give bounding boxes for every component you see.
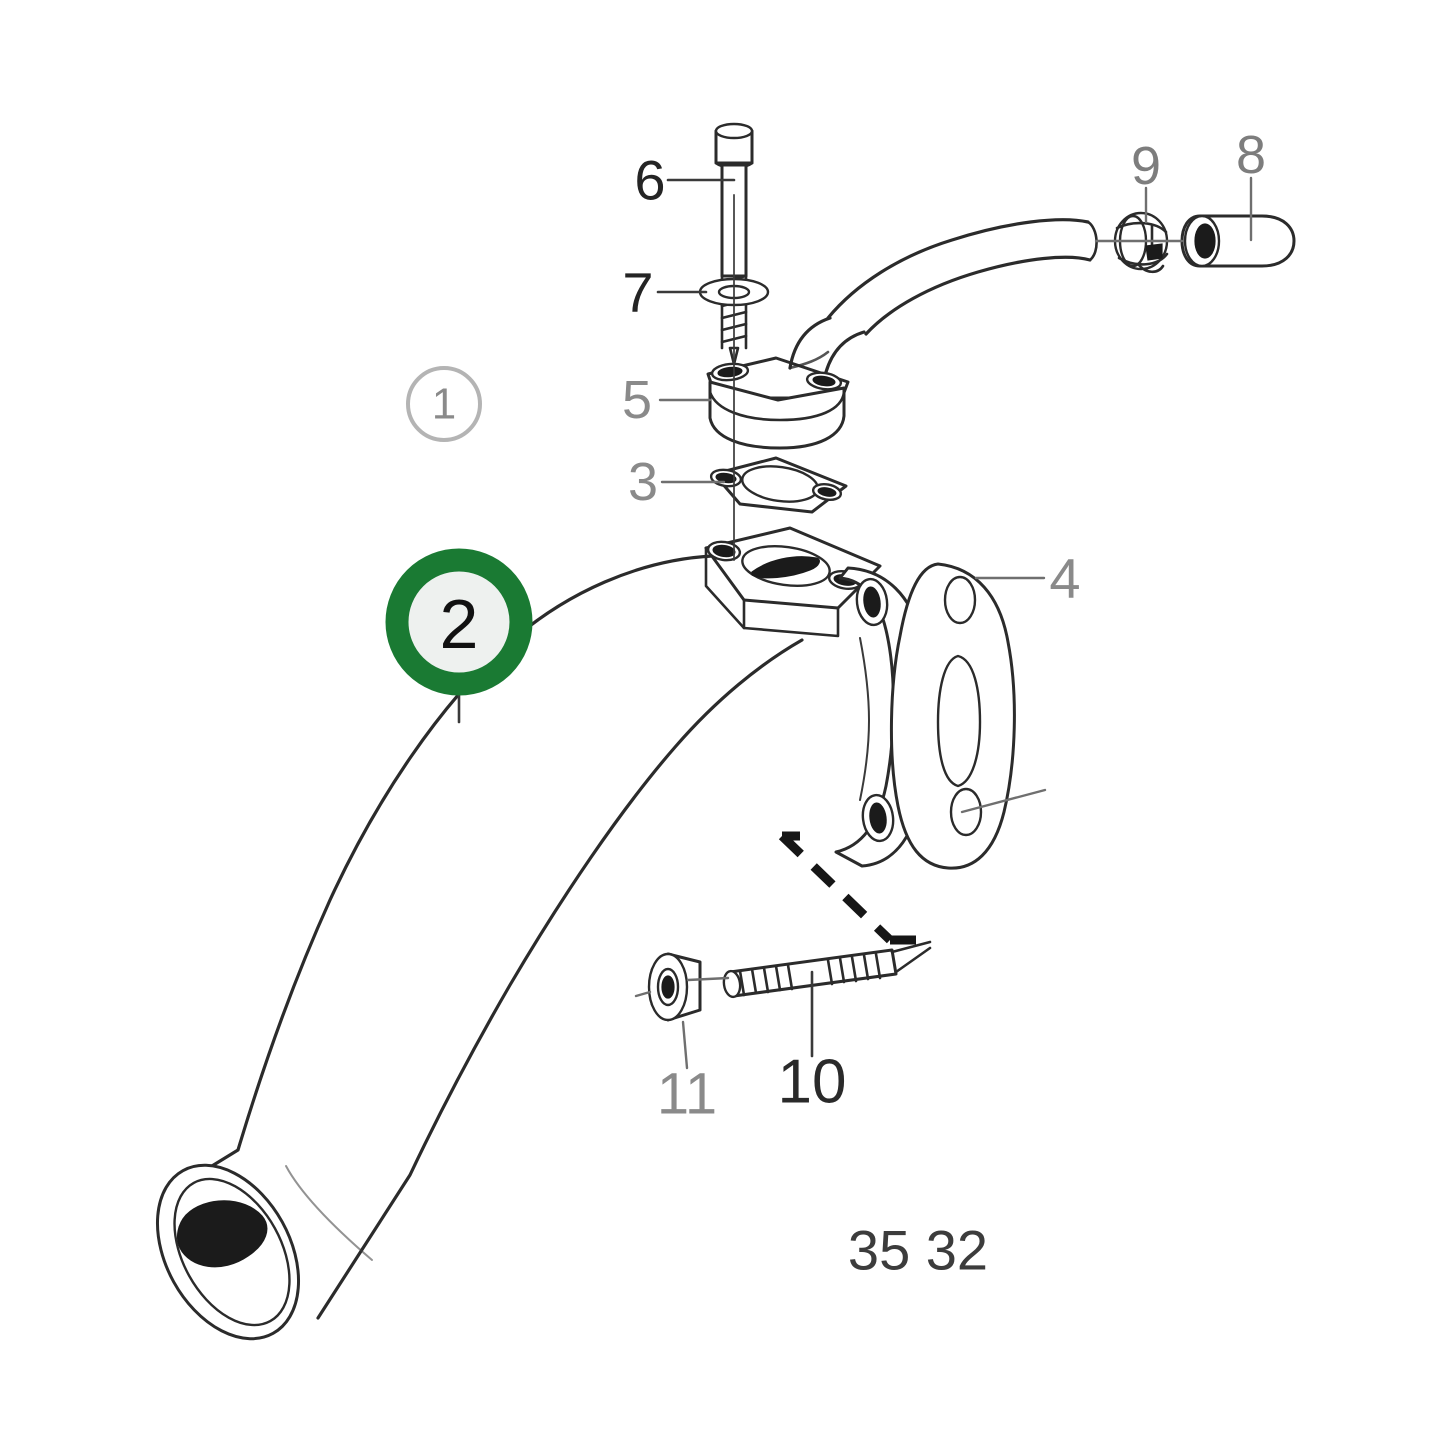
callout-9-label[interactable]: 9 [1131, 136, 1161, 196]
sheet-code: 35 32 [848, 1219, 988, 1282]
callout-8-label[interactable]: 8 [1236, 125, 1266, 185]
stud-thread-right [826, 952, 882, 986]
assembly-path-dashed-a [778, 832, 894, 944]
callout-1[interactable]: 1 [406, 366, 482, 442]
pipe-open-end [155, 1163, 301, 1341]
callout-2-label: 2 [440, 585, 479, 663]
leader-11 [681, 1020, 689, 1070]
stud-nut-axis [686, 976, 730, 982]
flange-gasket-part-3 [709, 456, 848, 514]
callout-7-label[interactable]: 7 [622, 261, 653, 324]
callout-11-label[interactable]: 11 [657, 1062, 717, 1127]
leader-4-lower [960, 788, 1047, 814]
manifold-gasket-part-4 [889, 562, 1016, 870]
elbow-connector-block-part-5 [706, 316, 866, 450]
stud-thread-left [738, 963, 794, 997]
callout-6-label[interactable]: 6 [634, 149, 665, 212]
leader-lines [457, 176, 1253, 1070]
callout-4-label[interactable]: 4 [1049, 547, 1080, 610]
callout-2-highlighted[interactable]: 2 [385, 548, 533, 696]
callout-5-label[interactable]: 5 [622, 370, 652, 430]
pipe-top-flange [704, 526, 882, 638]
end-cap-plug-part-8 [1180, 214, 1296, 268]
leader-11-axis [634, 990, 652, 998]
callout-3-label[interactable]: 3 [628, 452, 658, 512]
callout-10-label[interactable]: 10 [778, 1048, 847, 1117]
callout-1-label: 1 [432, 380, 456, 429]
curved-hose [788, 218, 1098, 370]
intake-pipe-body [155, 554, 804, 1341]
hex-nut-part-11 [647, 952, 702, 1022]
